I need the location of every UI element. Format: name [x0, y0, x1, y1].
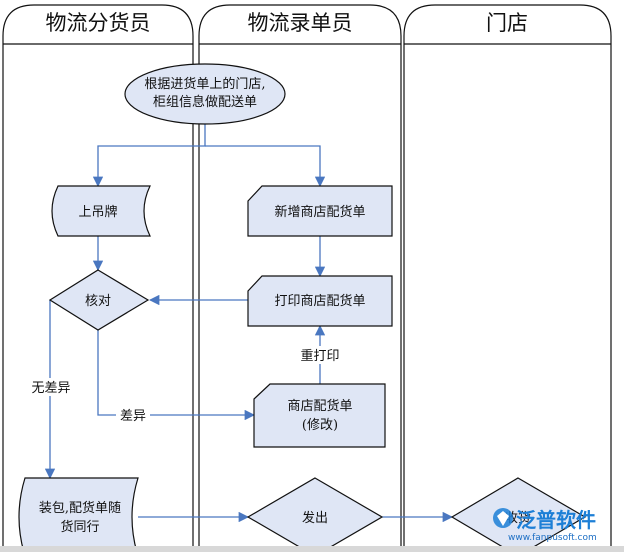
hang-tag-label: 上吊牌 — [78, 204, 117, 220]
lane-middle-title: 物流录单员 — [248, 11, 353, 35]
bottom-strip — [0, 546, 624, 552]
modify-order-shape — [253, 383, 386, 448]
pack-shape — [18, 477, 139, 552]
receive-diamond — [450, 477, 587, 552]
edge-label-bg-no-diff — [28, 378, 74, 396]
node-start: 根据进货单上的门店, 柜组信息做配送单 — [124, 63, 286, 125]
watermark: 泛普软件 www.fanpusoft.com — [493, 508, 597, 543]
hang-tag-shape — [51, 185, 151, 237]
ship-label: 发出 — [302, 510, 328, 526]
node-check: 核对 — [48, 269, 150, 331]
node-pack: 装包,配货单随 货同行 — [18, 477, 139, 552]
pack-label-line1: 装包,配货单随 — [39, 500, 121, 516]
edge-label-no-diff: 无差异 — [31, 381, 70, 396]
print-order-label: 打印商店配货单 — [274, 293, 365, 309]
lane-frames — [2, 4, 612, 552]
ship-diamond — [246, 477, 384, 552]
node-hang-tag: 上吊牌 — [51, 185, 151, 237]
start-label-line1: 根据进货单上的门店, — [144, 76, 265, 92]
edge-label-diff: 差异 — [120, 409, 146, 424]
node-ship: 发出 — [246, 477, 384, 552]
node-print-order: 打印商店配货单 — [247, 275, 393, 327]
pack-label-line2: 货同行 — [60, 519, 99, 535]
modify-order-label-line1: 商店配货单 — [287, 398, 352, 414]
edge-start-to-hang-tag — [92, 124, 206, 188]
print-order-shape — [247, 275, 393, 327]
watermark-logo-mark — [497, 511, 509, 526]
lane-right-frame — [403, 4, 612, 552]
check-diamond — [48, 269, 150, 331]
lane-right-title: 门店 — [486, 11, 528, 35]
new-order-shape — [247, 185, 393, 237]
lane-middle-frame — [198, 4, 402, 552]
start-label-line2: 柜组信息做配送单 — [153, 94, 257, 110]
edge-label-reprint: 重打印 — [300, 348, 339, 364]
node-new-order: 新增商店配货单 — [247, 185, 393, 237]
node-modify-order: 商店配货单 (修改) — [253, 383, 386, 448]
new-order-label: 新增商店配货单 — [274, 204, 365, 220]
edge-label-bg-diff — [116, 406, 150, 424]
watermark-url: www.fanpusoft.com — [508, 533, 597, 543]
edge-check-diff — [97, 330, 256, 421]
edge-label-bg-reprint — [293, 346, 347, 364]
watermark-name: 泛普软件 — [516, 508, 596, 532]
start-ellipse — [124, 63, 286, 125]
lane-left-title: 物流分货员 — [46, 11, 151, 35]
check-label: 核对 — [85, 294, 111, 309]
edge-start-to-new-order — [205, 145, 326, 188]
modify-order-label-line2: (修改) — [302, 418, 338, 433]
lane-left-frame — [2, 4, 194, 552]
